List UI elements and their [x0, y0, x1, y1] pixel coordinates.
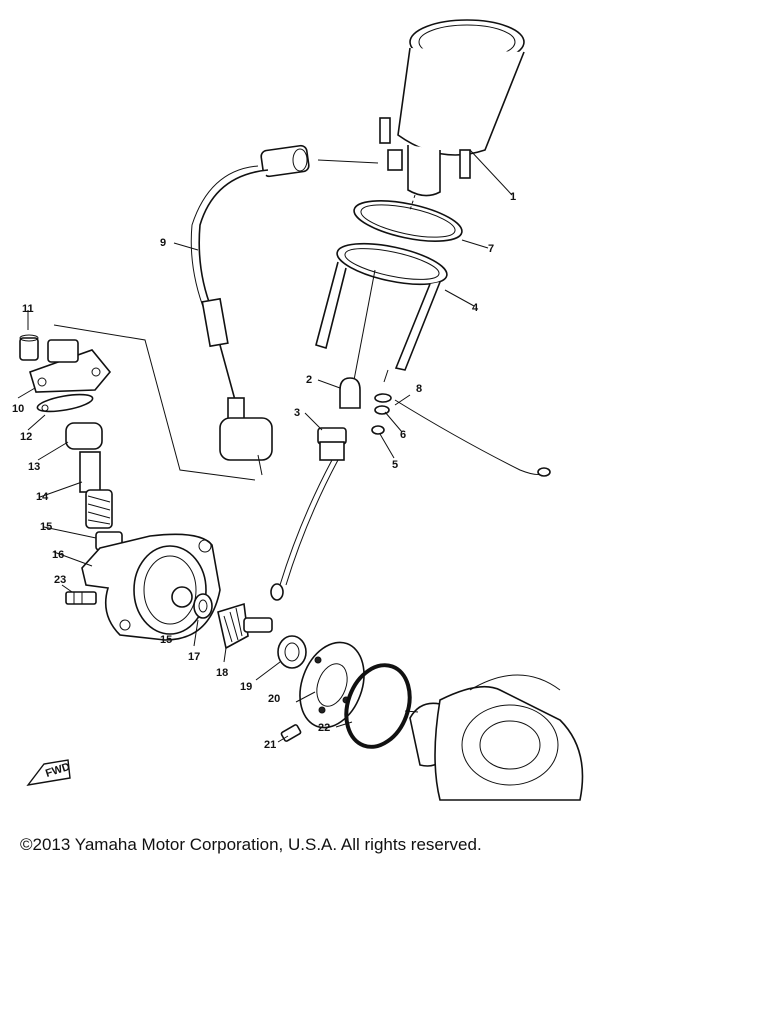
bushing [255, 635, 307, 681]
callout-6: 6 [400, 429, 406, 441]
forward-arrow-icon: FWD [26, 759, 72, 786]
callout-11: 11 [22, 303, 34, 315]
drive-gear-housing-top [17, 310, 256, 481]
gauge-gasket [353, 200, 489, 249]
callout-8: 8 [416, 383, 422, 395]
copyright-notice: ©2013 Yamaha Motor Corporation, U.S.A. A… [20, 835, 482, 854]
callout-1: 1 [510, 191, 516, 203]
callout-19: 19 [240, 681, 252, 693]
o-ring [335, 663, 412, 749]
callout-9: 9 [160, 237, 166, 249]
callout-16: 16 [52, 549, 64, 561]
callout-22: 22 [318, 722, 330, 734]
callout-14: 14 [36, 491, 49, 503]
callout-23: 23 [54, 574, 66, 586]
bulb-socket [270, 377, 361, 601]
wheel-hub [404, 674, 584, 801]
callout-3: 3 [294, 407, 300, 419]
wire-and-nuts [371, 369, 551, 477]
callout-13: 13 [28, 461, 40, 473]
callout-18: 18 [216, 667, 228, 679]
callout-15b: 15 [160, 634, 172, 646]
exploded-parts-diagram: FWD 1 2 3 4 5 6 7 8 9 10 11 12 13 14 15 … [12, 19, 584, 801]
callout-5: 5 [392, 459, 398, 471]
callout-7: 7 [488, 243, 494, 255]
callout-10: 10 [12, 403, 24, 415]
drive-gear-shaft [39, 451, 123, 551]
callout-20: 20 [268, 693, 280, 705]
callout-12: 12 [20, 431, 32, 443]
gauge-case [315, 242, 475, 381]
callout-21: 21 [264, 739, 276, 751]
callout-15a: 15 [40, 521, 52, 533]
speedometer-gauge [379, 19, 525, 197]
callout-17: 17 [188, 651, 200, 663]
washer-and-gear [193, 593, 273, 663]
callout-2: 2 [306, 374, 312, 386]
speedometer-cable [173, 144, 310, 476]
callout-4: 4 [472, 302, 479, 314]
drive-main-housing [53, 533, 221, 641]
